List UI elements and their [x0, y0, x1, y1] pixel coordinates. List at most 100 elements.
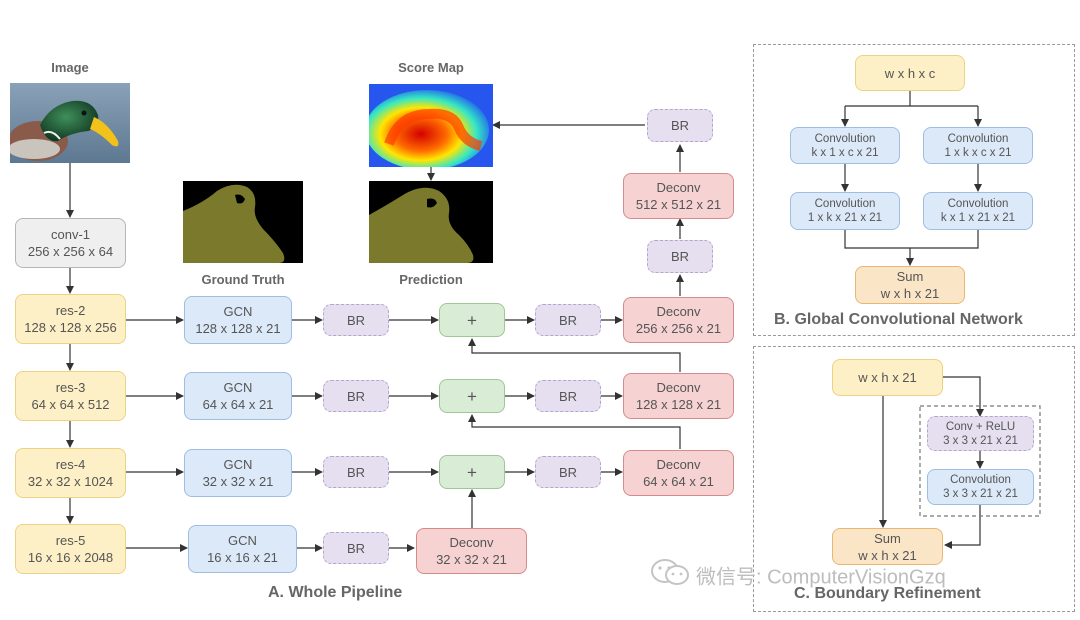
deconv-block-256[interactable]: Deconv 256 x 256 x 21 [623, 297, 734, 343]
label-score-map: Score Map [398, 60, 464, 75]
gcn-panel-conv-1k-2[interactable]: Convolution 1 x k x 21 x 21 [790, 192, 900, 230]
input-image-duck [10, 83, 130, 163]
sum-node-row2[interactable]: + [439, 303, 505, 337]
gcn-panel-input[interactable]: w x h x c [855, 55, 965, 91]
gcn4-shape: 32 x 32 x 21 [202, 474, 274, 489]
gcn-panel-merge [844, 230, 979, 249]
br-label: BR [346, 540, 366, 556]
br-panel-branch-arrow [943, 376, 984, 417]
panel-boundary-refinement [753, 346, 1075, 612]
deconv-block-64[interactable]: Deconv 64 x 64 x 21 [623, 450, 734, 496]
sum-node-row4[interactable]: + [439, 455, 505, 489]
br-conv-title: Convolution [950, 474, 1011, 486]
deconv2-shape: 256 x 256 x 21 [635, 321, 722, 336]
conv-relu-shape: 3 x 3 x 21 x 21 [943, 434, 1018, 447]
gcn-panel-conv-k1-2[interactable]: Convolution k x 1 x 21 x 21 [923, 192, 1033, 230]
plus-icon: + [467, 462, 477, 482]
res5-block[interactable]: res-5 16 x 16 x 2048 [15, 524, 126, 574]
gcn-panel-conv-1k[interactable]: Convolution 1 x k x c x 21 [923, 127, 1033, 164]
br-panel-conv[interactable]: Convolution 3 x 3 x 21 x 21 [927, 469, 1034, 505]
gcn-block-res4[interactable]: GCN 32 x 32 x 21 [184, 449, 292, 497]
conv-b2-title: Convolution [947, 198, 1009, 210]
caption-global-conv-network: B. Global Convolutional Network [774, 311, 1023, 328]
gcn-block-res5[interactable]: GCN 16 x 16 x 21 [188, 525, 297, 573]
conv-a2-title: Convolution [814, 198, 876, 210]
res5-shape: 16 x 16 x 2048 [27, 550, 114, 565]
conv1-block[interactable]: conv-1 256 x 256 x 64 [15, 218, 126, 268]
conv-b1-title: Convolution [947, 132, 1009, 145]
score-map-image [369, 84, 493, 167]
conv-a1-title: Convolution [814, 132, 876, 145]
label-prediction: Prediction [399, 272, 463, 287]
res4-title: res-4 [55, 457, 86, 472]
wechat-icon [650, 558, 690, 592]
res2-block[interactable]: res-2 128 x 128 x 256 [15, 294, 126, 344]
caption-boundary-refinement: C. Boundary Refinement [794, 585, 981, 602]
br-sum-title: Sum [874, 530, 901, 546]
conv-relu-title: Conv + ReLU [945, 420, 1016, 433]
res4-block[interactable]: res-4 32 x 32 x 1024 [15, 448, 126, 498]
gcn-panel-sum[interactable]: Sum w x h x 21 [855, 266, 965, 304]
conv-b1-shape: 1 x k x c x 21 [944, 146, 1012, 159]
br-panel-sum[interactable]: Sum w x h x 21 [832, 528, 943, 565]
br-label: BR [346, 388, 366, 404]
deconv4-title: Deconv [656, 457, 701, 472]
br-label: BR [346, 464, 366, 480]
res3-shape: 64 x 64 x 512 [31, 397, 110, 412]
panel-global-conv-network [753, 44, 1075, 336]
br-block-row5[interactable]: BR [323, 532, 389, 564]
deconv-block-512[interactable]: Deconv 512 x 512 x 21 [623, 173, 734, 219]
deconv-block-128[interactable]: Deconv 128 x 128 x 21 [623, 373, 734, 419]
res2-shape: 128 x 128 x 256 [24, 320, 117, 335]
conv-a2-shape: 1 x k x 21 x 21 [807, 212, 883, 224]
br-label: BR [558, 464, 578, 480]
br-conv-shape: 3 x 3 x 21 x 21 [943, 488, 1018, 500]
deconv2-title: Deconv [656, 304, 701, 319]
br-label: BR [670, 118, 690, 133]
res2-title: res-2 [55, 303, 86, 318]
br-block-sum2[interactable]: BR [535, 304, 601, 336]
gcn-sum-title: Sum [896, 269, 924, 284]
br-panel-merge-arrow [944, 505, 981, 549]
conv1-title: conv-1 [50, 227, 91, 242]
gcn2-shape: 128 x 128 x 21 [195, 321, 281, 336]
br-panel-input-label: w x h x 21 [858, 370, 917, 385]
br-label: BR [670, 249, 690, 264]
res4-shape: 32 x 32 x 1024 [27, 474, 114, 489]
br-block-row2[interactable]: BR [323, 304, 389, 336]
deconv3-shape: 128 x 128 x 21 [635, 397, 722, 412]
br-label: BR [346, 312, 366, 328]
br-block-decoder-256[interactable]: BR [647, 240, 713, 273]
sum-node-row3[interactable]: + [439, 379, 505, 413]
deconv3-title: Deconv [656, 380, 701, 395]
deconv4-shape: 64 x 64 x 21 [643, 474, 714, 489]
br-block-row4[interactable]: BR [323, 456, 389, 488]
res5-title: res-5 [55, 533, 86, 548]
res3-title: res-3 [55, 380, 86, 395]
br-block-sum4[interactable]: BR [535, 456, 601, 488]
res3-block[interactable]: res-3 64 x 64 x 512 [15, 371, 126, 421]
gcn3-shape: 64 x 64 x 21 [202, 397, 274, 412]
deconv-block-32[interactable]: Deconv 32 x 32 x 21 [416, 528, 527, 574]
label-ground-truth: Ground Truth [201, 272, 285, 287]
prediction-mask [369, 181, 493, 263]
br-block-decoder-512[interactable]: BR [647, 109, 713, 142]
plus-icon: + [467, 310, 477, 330]
gcn4-title: GCN [223, 457, 253, 472]
arrow-deconv4-sum3 [468, 414, 681, 449]
gcn5-shape: 16 x 16 x 21 [207, 550, 278, 565]
deconv1-shape: 512 x 512 x 21 [635, 197, 722, 212]
plus-icon: + [467, 386, 477, 406]
gcn-panel-conv-k1[interactable]: Convolution k x 1 x c x 21 [790, 127, 900, 164]
deconv1-title: Deconv [656, 180, 701, 195]
br-panel-input[interactable]: w x h x 21 [832, 359, 943, 396]
ground-truth-mask [183, 181, 303, 263]
br-block-sum3[interactable]: BR [535, 380, 601, 412]
br-block-row3[interactable]: BR [323, 380, 389, 412]
gcn-block-res3[interactable]: GCN 64 x 64 x 21 [184, 372, 292, 420]
br-panel-conv-relu[interactable]: Conv + ReLU 3 x 3 x 21 x 21 [927, 416, 1034, 451]
gcn-block-res2[interactable]: GCN 128 x 128 x 21 [184, 296, 292, 344]
br-panel-residual-frame [919, 405, 1041, 517]
